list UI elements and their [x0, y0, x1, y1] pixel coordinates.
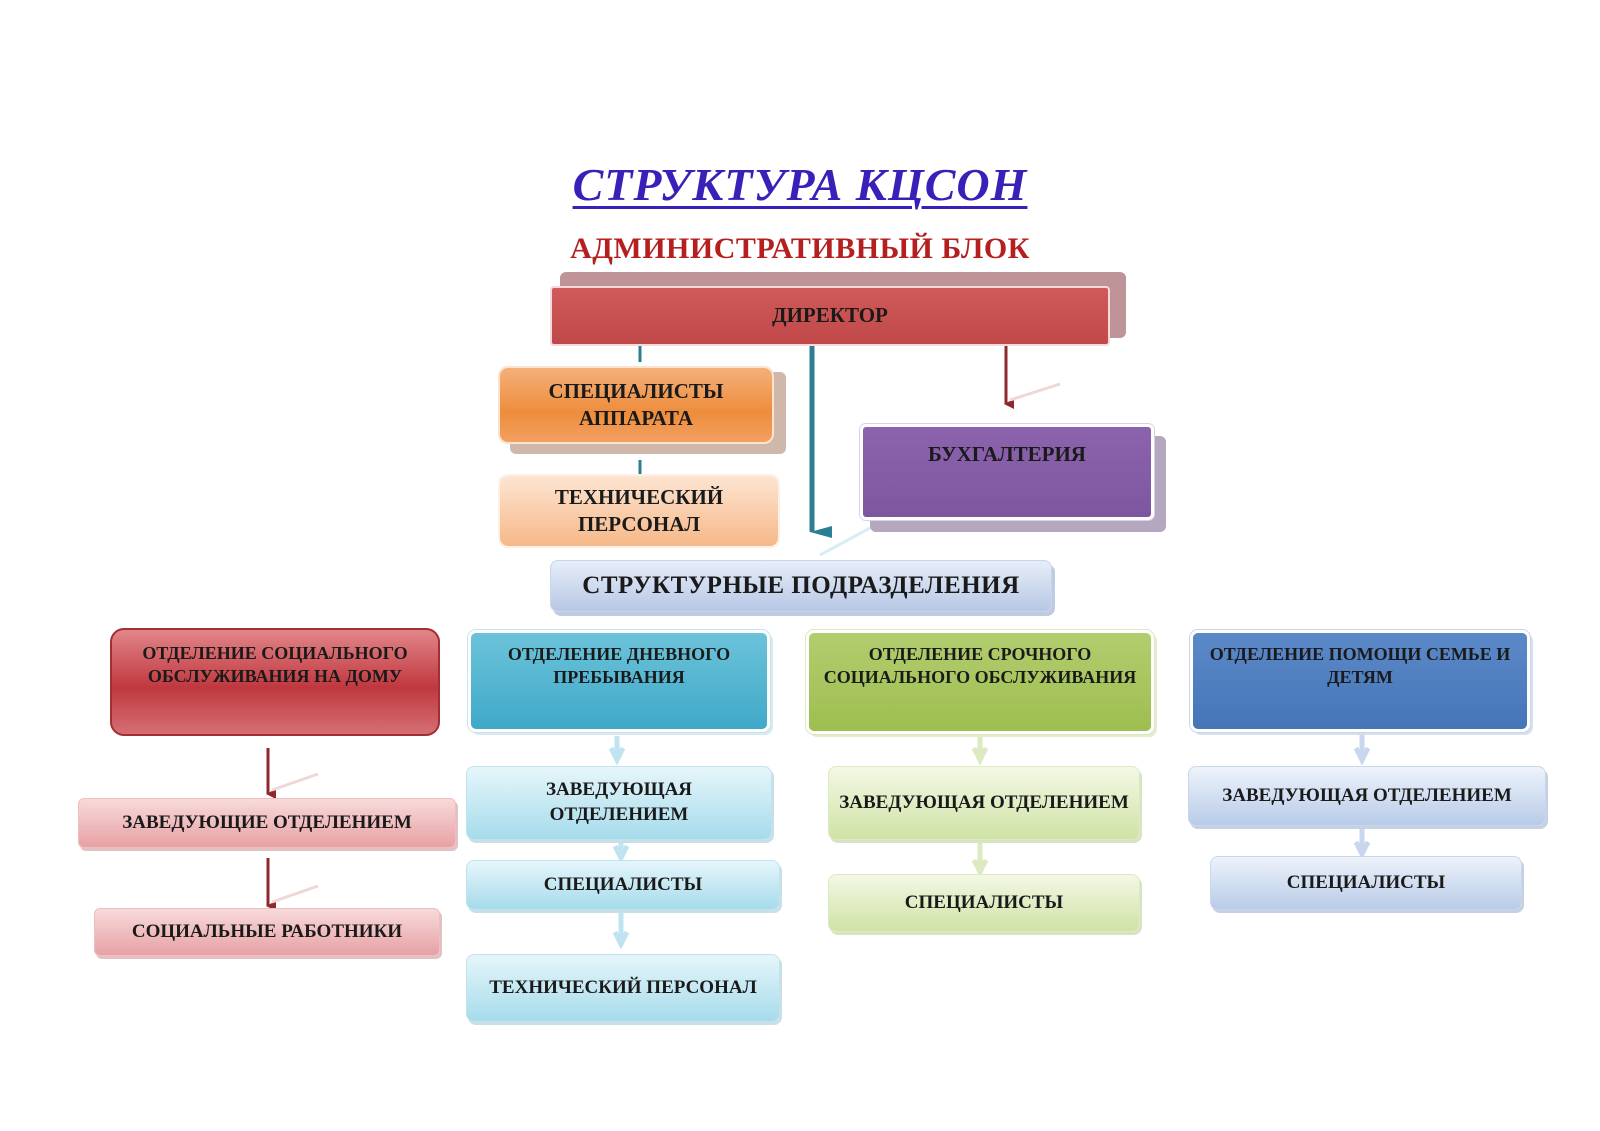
- day-stay-technical-box: ТЕХНИЧЕСКИЙ ПЕРСОНАЛ: [466, 954, 780, 1022]
- structural-units-box: СТРУКТУРНЫЕ ПОДРАЗДЕЛЕНИЯ: [550, 560, 1052, 612]
- day-stay-specialists-box: СПЕЦИАЛИСТЫ: [466, 860, 780, 910]
- arrow-family-head: [1353, 734, 1371, 766]
- diagram-title: СТРУКТУРА КЦСОН: [572, 159, 1028, 210]
- arrow-urgent-specialists: [971, 838, 989, 878]
- family-help-head-box: ЗАВЕДУЮЩАЯ ОТДЕЛЕНИЕМ: [1188, 766, 1546, 826]
- dept-home-service-label: ОТДЕЛЕНИЕ СОЦИАЛЬНОГО ОБСЛУЖИВАНИЯ НА ДО…: [142, 643, 408, 687]
- dept-day-stay-box: ОТДЕЛЕНИЕ ДНЕВНОГО ПРЕБЫВАНИЯ: [468, 630, 770, 732]
- dept-home-service-box: ОТДЕЛЕНИЕ СОЦИАЛЬНОГО ОБСЛУЖИВАНИЯ НА ДО…: [110, 628, 440, 736]
- day-stay-specialists-label: СПЕЦИАЛИСТЫ: [543, 873, 703, 895]
- family-help-head-label: ЗАВЕДУЮЩАЯ ОТДЕЛЕНИЕМ: [1222, 784, 1512, 806]
- day-stay-technical-label: ТЕХНИЧЕСКИЙ ПЕРСОНАЛ: [489, 976, 757, 998]
- home-service-head-box: ЗАВЕДУЮЩИЕ ОТДЕЛЕНИЕМ: [78, 798, 456, 848]
- arrow-day-technical: [612, 912, 630, 950]
- day-stay-head-box: ЗАВЕДУЮЩАЯ ОТДЕЛЕНИЕМ: [466, 766, 772, 840]
- accounting-box: БУХГАЛТЕРИЯ: [860, 424, 1154, 520]
- technical-staff-admin-box: ТЕХНИЧЕСКИЙ ПЕРСОНАЛ: [498, 474, 780, 548]
- apparatus-specialists-label: СПЕЦИАЛИСТЫ АППАРАТА: [548, 378, 724, 430]
- arrow-decor-accounting: [1009, 382, 1061, 402]
- urgent-service-specialists-label: СПЕЦИАЛИСТЫ: [904, 891, 1064, 913]
- dept-urgent-service-box: ОТДЕЛЕНИЕ СРОЧНОГО СОЦИАЛЬНОГО ОБСЛУЖИВА…: [806, 630, 1154, 734]
- urgent-service-specialists-box: СПЕЦИАЛИСТЫ: [828, 874, 1140, 932]
- apparatus-specialists-box: СПЕЦИАЛИСТЫ АППАРАТА: [498, 366, 774, 444]
- arrow-decor-structural: [819, 526, 871, 557]
- day-stay-head-label: ЗАВЕДУЮЩАЯ ОТДЕЛЕНИЕМ: [545, 779, 693, 825]
- arrow-decor-home-workers: [271, 884, 319, 904]
- technical-staff-admin-label: ТЕХНИЧЕСКИЙ ПЕРСОНАЛ: [554, 484, 724, 536]
- arrow-decor-home-head: [271, 772, 319, 792]
- admin-block-label: АДМИНИСТРАТИВНЫЙ БЛОК: [570, 232, 1030, 265]
- family-help-specialists-label: СПЕЦИАЛИСТЫ: [1286, 871, 1446, 893]
- arrow-day-head: [608, 736, 626, 766]
- director-label: ДИРЕКТОР: [772, 303, 888, 328]
- dept-family-help-box: ОТДЕЛЕНИЕ ПОМОЩИ СЕМЬЕ И ДЕТЯМ: [1190, 630, 1530, 732]
- home-service-head-label: ЗАВЕДУЮЩИЕ ОТДЕЛЕНИЕМ: [122, 811, 412, 833]
- home-service-workers-label: СОЦИАЛЬНЫЕ РАБОТНИКИ: [131, 920, 403, 942]
- arrow-urgent-head: [971, 736, 989, 766]
- family-help-specialists-box: СПЕЦИАЛИСТЫ: [1210, 856, 1522, 910]
- home-service-workers-box: СОЦИАЛЬНЫЕ РАБОТНИКИ: [94, 908, 440, 956]
- structural-units-label: СТРУКТУРНЫЕ ПОДРАЗДЕЛЕНИЯ: [582, 571, 1020, 599]
- dept-urgent-service-label: ОТДЕЛЕНИЕ СРОЧНОГО СОЦИАЛЬНОГО ОБСЛУЖИВА…: [823, 644, 1137, 688]
- dept-family-help-label: ОТДЕЛЕНИЕ ПОМОЩИ СЕМЬЕ И ДЕТЯМ: [1209, 644, 1511, 688]
- urgent-service-head-box: ЗАВЕДУЮЩАЯ ОТДЕЛЕНИЕМ: [828, 766, 1140, 840]
- dept-day-stay-label: ОТДЕЛЕНИЕ ДНЕВНОГО ПРЕБЫВАНИЯ: [507, 644, 731, 688]
- arrow-family-specialists: [1353, 824, 1371, 860]
- urgent-service-head-label: ЗАВЕДУЮЩАЯ ОТДЕЛЕНИЕМ: [839, 791, 1129, 813]
- accounting-label: БУХГАЛТЕРИЯ: [928, 442, 1086, 466]
- director-box: ДИРЕКТОР: [550, 286, 1110, 346]
